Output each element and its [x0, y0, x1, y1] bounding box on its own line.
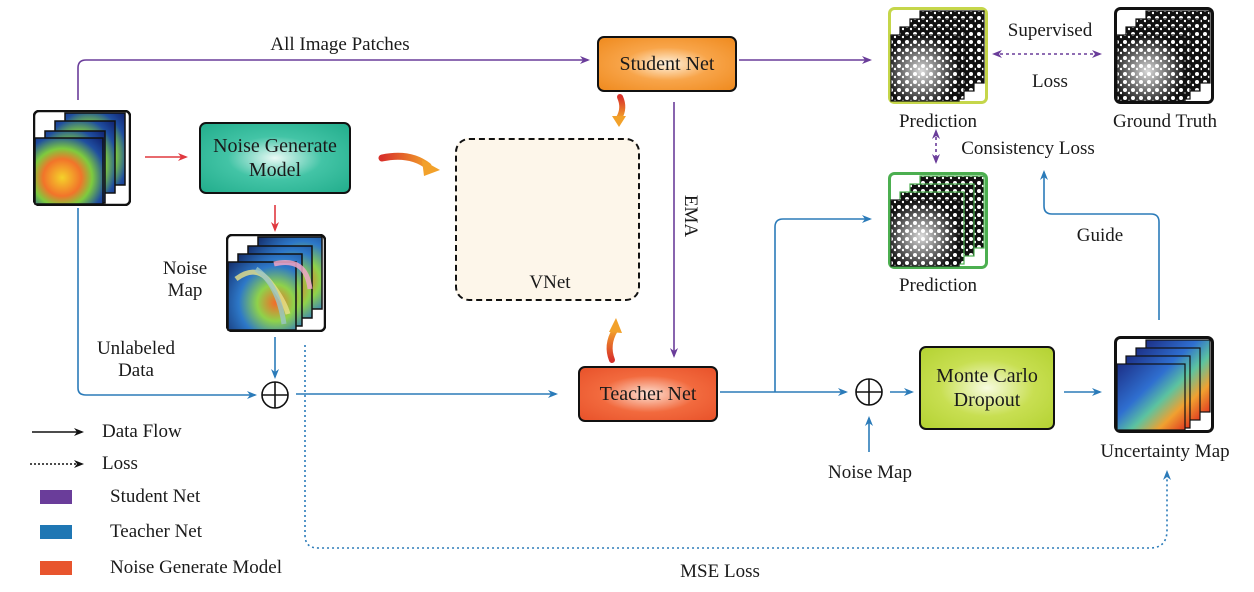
- unlabeled-data-label: Unlabeled Data: [96, 338, 176, 381]
- prediction-top-stack: [888, 7, 988, 104]
- monte-carlo-dropout-label: Monte Carlo Dropout: [936, 365, 1038, 411]
- monte-carlo-dropout-box[interactable]: Monte Carlo Dropout: [919, 346, 1055, 430]
- arrow-patches-to-student: [77, 56, 590, 100]
- ground-truth-stack: [1114, 7, 1214, 104]
- sum-node-2: [855, 378, 883, 406]
- prediction-bottom-stack: [888, 172, 988, 269]
- uncertainty-map-label: Uncertainty Map: [1100, 441, 1230, 462]
- legend-item-student-net: Student Net: [30, 486, 200, 508]
- guide-label: Guide: [1076, 225, 1124, 246]
- arrow-teacher-to-prediction: [774, 215, 872, 392]
- noise-generate-model-swatch: [40, 561, 72, 575]
- arrow-unlabeled-to-plus: [77, 208, 257, 399]
- supervised-loss-label: Loss: [1032, 71, 1068, 92]
- curve-student-to-vnet: [616, 94, 626, 121]
- student-net-label: Student Net: [619, 53, 715, 75]
- legend-item-loss: Loss: [102, 453, 138, 474]
- ground-truth-label: Ground Truth: [1113, 111, 1217, 132]
- noise-map-stack: [225, 233, 327, 333]
- sum-node-1: [261, 381, 289, 409]
- legend-item-teacher-net: Teacher Net: [30, 521, 202, 543]
- teacher-net-swatch: [40, 525, 72, 539]
- vnet-label: VNet: [529, 272, 571, 293]
- ema-label: EMA: [680, 194, 701, 238]
- student-net-box[interactable]: Student Net: [597, 36, 737, 92]
- legend-item-noise-generate-model: Noise Generate Model: [30, 557, 282, 579]
- noise-generate-model-label: Noise Generate Model: [213, 135, 337, 181]
- arrow-mse-loss: [304, 345, 1171, 549]
- prediction-top-label: Prediction: [898, 111, 978, 132]
- all-image-patches-label: All Image Patches: [270, 34, 410, 55]
- supervised-label: Supervised: [1007, 20, 1093, 41]
- teacher-net-label: Teacher Net: [599, 383, 697, 405]
- vnet-container: [455, 138, 640, 301]
- curve-teacher-to-vnet: [606, 327, 618, 363]
- legend-item-data-flow: Data Flow: [102, 421, 182, 442]
- consistency-loss-label: Consistency Loss: [961, 138, 1095, 159]
- uncertainty-map-stack: [1114, 336, 1214, 433]
- curve-noisegen-to-vnet: [378, 152, 432, 170]
- noise-map-bottom-label: Noise Map: [828, 462, 912, 483]
- noise-map-label-left: Noise Map: [162, 258, 208, 301]
- student-net-swatch: [40, 490, 72, 504]
- prediction-bottom-label: Prediction: [898, 275, 978, 296]
- arrow-guide: [1040, 170, 1160, 320]
- teacher-net-box[interactable]: Teacher Net: [578, 366, 718, 422]
- input-image-stack: [32, 109, 132, 207]
- noise-generate-model-box[interactable]: Noise Generate Model: [199, 122, 351, 194]
- mse-loss-label: MSE Loss: [680, 561, 760, 582]
